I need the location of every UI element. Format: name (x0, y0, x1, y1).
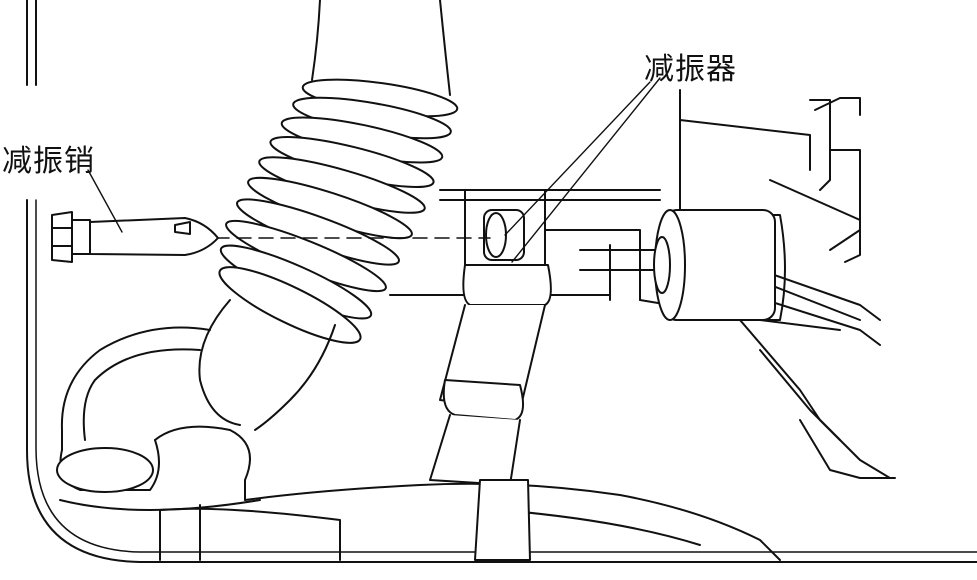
damper-label: 减振器 (644, 52, 737, 87)
pin-leader-line (88, 170, 122, 232)
damper-leader-line (512, 78, 660, 262)
drain-pipe (57, 328, 780, 561)
frame-outline (27, 0, 977, 562)
mount-cylinder (654, 210, 775, 320)
damper-strut (430, 210, 551, 560)
corrugated-hose (199, 0, 459, 430)
damper-pin (52, 212, 490, 262)
pin-label: 减振销 (2, 144, 95, 179)
leader-lines (88, 78, 660, 262)
